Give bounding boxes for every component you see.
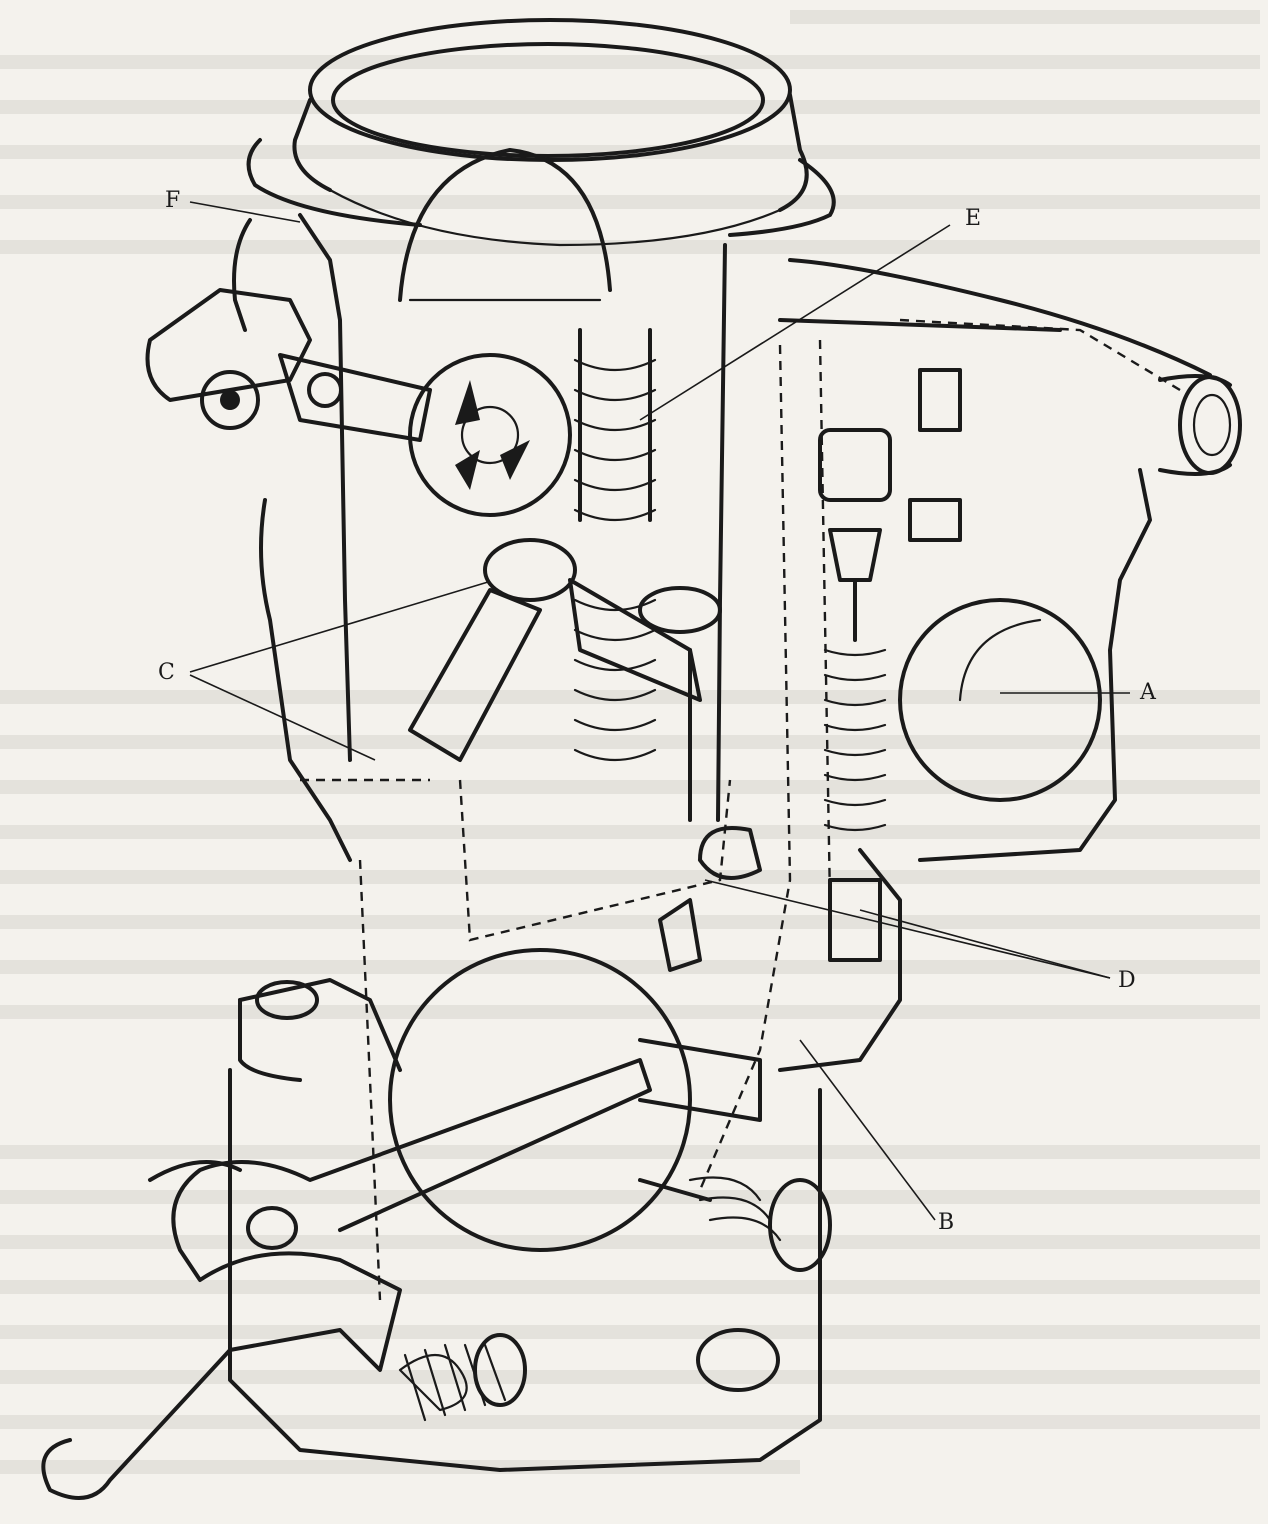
carburetor-body [41,148,1242,1500]
label-E: E [965,206,982,231]
label-C: C [158,660,175,685]
idle-speed-screw [638,1176,832,1272]
label-A: A [1140,680,1156,705]
label-D: D [1118,968,1136,993]
leader-lines [189,201,1130,1221]
throttle-lever [41,1058,652,1500]
label-F: F [165,188,181,213]
pump-spring [573,328,657,762]
throttle-stop-spring [398,1333,527,1422]
air-horn [246,18,836,247]
bleed-through-text [0,10,1260,1474]
main-jet-assembly [818,428,892,962]
label-B: B [938,1210,955,1235]
